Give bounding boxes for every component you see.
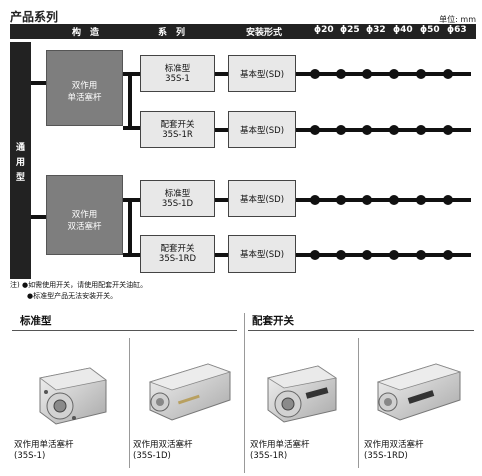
header-size-40: ϕ40 xyxy=(393,25,413,35)
size-availability-line xyxy=(296,253,471,257)
side-label-char: 用 xyxy=(15,158,25,168)
product-name: 双作用双活塞杆 xyxy=(133,440,193,450)
header-size-63: ϕ63 xyxy=(447,25,467,35)
page-title: 产品系列 xyxy=(10,10,59,24)
header-size-20: ϕ20 xyxy=(314,25,334,35)
structure-label: 双作用 xyxy=(71,81,98,91)
note-line: ●标准型产品无法安装开关。 xyxy=(27,292,118,300)
size-available-dot xyxy=(336,250,346,260)
size-available-dot xyxy=(336,125,346,135)
product-code: (35S-1R) xyxy=(250,451,288,461)
structure-box-double-rod: 双作用 双活塞杆 xyxy=(46,175,123,255)
connector-line xyxy=(215,72,228,76)
unit-label: 单位: mm xyxy=(439,15,476,24)
size-available-dot xyxy=(362,250,372,260)
size-available-dot xyxy=(310,69,320,79)
side-label-char: 通 xyxy=(15,143,25,153)
structure-label: 单活塞杆 xyxy=(67,93,102,103)
size-available-dot xyxy=(416,250,426,260)
structure-label: 双活塞杆 xyxy=(67,222,102,232)
connector-line xyxy=(31,215,47,219)
series-code: 35S-1 xyxy=(165,74,190,84)
size-availability-line xyxy=(296,128,471,132)
series-code: 35S-1R xyxy=(162,130,193,140)
size-available-dot xyxy=(416,195,426,205)
series-code: 35S-1RD xyxy=(158,254,197,264)
size-availability-line xyxy=(296,72,471,76)
header-size-32: ϕ32 xyxy=(366,25,386,35)
mount-box: 基本型(SD) xyxy=(228,111,296,148)
product-name: 双作用单活塞杆 xyxy=(14,440,74,450)
product-code: (35S-1D) xyxy=(133,451,171,461)
series-box-35s-1r: 配套开关 35S-1R xyxy=(140,111,215,148)
size-available-dot xyxy=(310,195,320,205)
size-available-dot xyxy=(389,69,399,79)
size-available-dot xyxy=(310,125,320,135)
mount-box: 基本型(SD) xyxy=(228,55,296,92)
connector-line xyxy=(215,128,228,132)
product-caption: 双作用单活塞杆 (35S-1R) xyxy=(250,440,310,462)
header-size-25: ϕ25 xyxy=(340,25,360,35)
connector-line xyxy=(215,253,228,257)
cylinder-image-35s-1 xyxy=(39,367,107,425)
connector-line xyxy=(215,198,228,202)
size-available-dot xyxy=(362,125,372,135)
mount-box: 基本型(SD) xyxy=(228,235,296,273)
section-divider xyxy=(12,330,237,331)
product-separator xyxy=(358,338,359,468)
cylinder-image-35s-1d xyxy=(148,363,232,421)
structure-box-single-rod: 双作用 单活塞杆 xyxy=(46,50,123,126)
product-caption: 双作用双活塞杆 (35S-1RD) xyxy=(364,440,424,462)
series-box-35s-1d: 标准型 35S-1D xyxy=(140,180,215,217)
series-code: 35S-1D xyxy=(161,199,194,209)
header-size-50: ϕ50 xyxy=(420,25,440,35)
size-available-dot xyxy=(389,125,399,135)
product-name: 双作用双活塞杆 xyxy=(364,440,424,450)
series-label: 配套开关 xyxy=(160,120,195,130)
size-available-dot xyxy=(389,250,399,260)
size-available-dot xyxy=(416,69,426,79)
size-available-dot xyxy=(362,195,372,205)
product-separator xyxy=(129,338,130,468)
size-available-dot xyxy=(336,69,346,79)
cylinder-image-35s-1r xyxy=(266,365,338,423)
series-box-35s-1: 标准型 35S-1 xyxy=(140,55,215,92)
size-available-dot xyxy=(416,125,426,135)
table-header: 构 造 系 列 安装形式 ϕ20 ϕ25 ϕ32 ϕ40 ϕ50 ϕ63 xyxy=(10,24,476,39)
size-available-dot xyxy=(362,69,372,79)
section-separator xyxy=(244,313,245,473)
mount-box: 基本型(SD) xyxy=(228,180,296,217)
size-available-dot xyxy=(443,250,453,260)
size-available-dot xyxy=(336,195,346,205)
size-available-dot xyxy=(389,195,399,205)
series-label: 标准型 xyxy=(164,64,191,74)
connector-line xyxy=(128,198,132,257)
product-caption: 双作用单活塞杆 (35S-1) xyxy=(14,440,74,462)
structure-label: 双作用 xyxy=(71,210,98,220)
product-caption: 双作用双活塞杆 (35S-1D) xyxy=(133,440,193,462)
size-available-dot xyxy=(443,195,453,205)
side-label-char: 型 xyxy=(15,173,25,183)
size-available-dot xyxy=(443,125,453,135)
product-code: (35S-1) xyxy=(14,451,46,461)
series-label: 标准型 xyxy=(164,189,191,199)
size-available-dot xyxy=(443,69,453,79)
header-series: 系 列 xyxy=(158,28,186,38)
connector-line xyxy=(31,81,47,85)
product-code: (35S-1RD) xyxy=(364,451,408,461)
product-name: 双作用单活塞杆 xyxy=(250,440,310,450)
connector-line xyxy=(128,72,132,130)
header-structure: 构 造 xyxy=(72,28,100,38)
cylinder-image-35s-1rd xyxy=(376,363,462,421)
note-line: 注) ●如需使用开关，请使用配套开关油缸。 xyxy=(10,281,148,289)
series-label: 配套开关 xyxy=(160,244,195,254)
size-availability-line xyxy=(296,198,471,202)
size-available-dot xyxy=(310,250,320,260)
section-divider xyxy=(248,330,474,331)
section-title-standard: 标准型 xyxy=(20,315,52,327)
side-label-bar: 通 用 型 xyxy=(10,42,31,279)
section-title-switch: 配套开关 xyxy=(252,315,294,327)
series-box-35s-1rd: 配套开关 35S-1RD xyxy=(140,235,215,273)
header-mount: 安装形式 xyxy=(246,28,283,38)
